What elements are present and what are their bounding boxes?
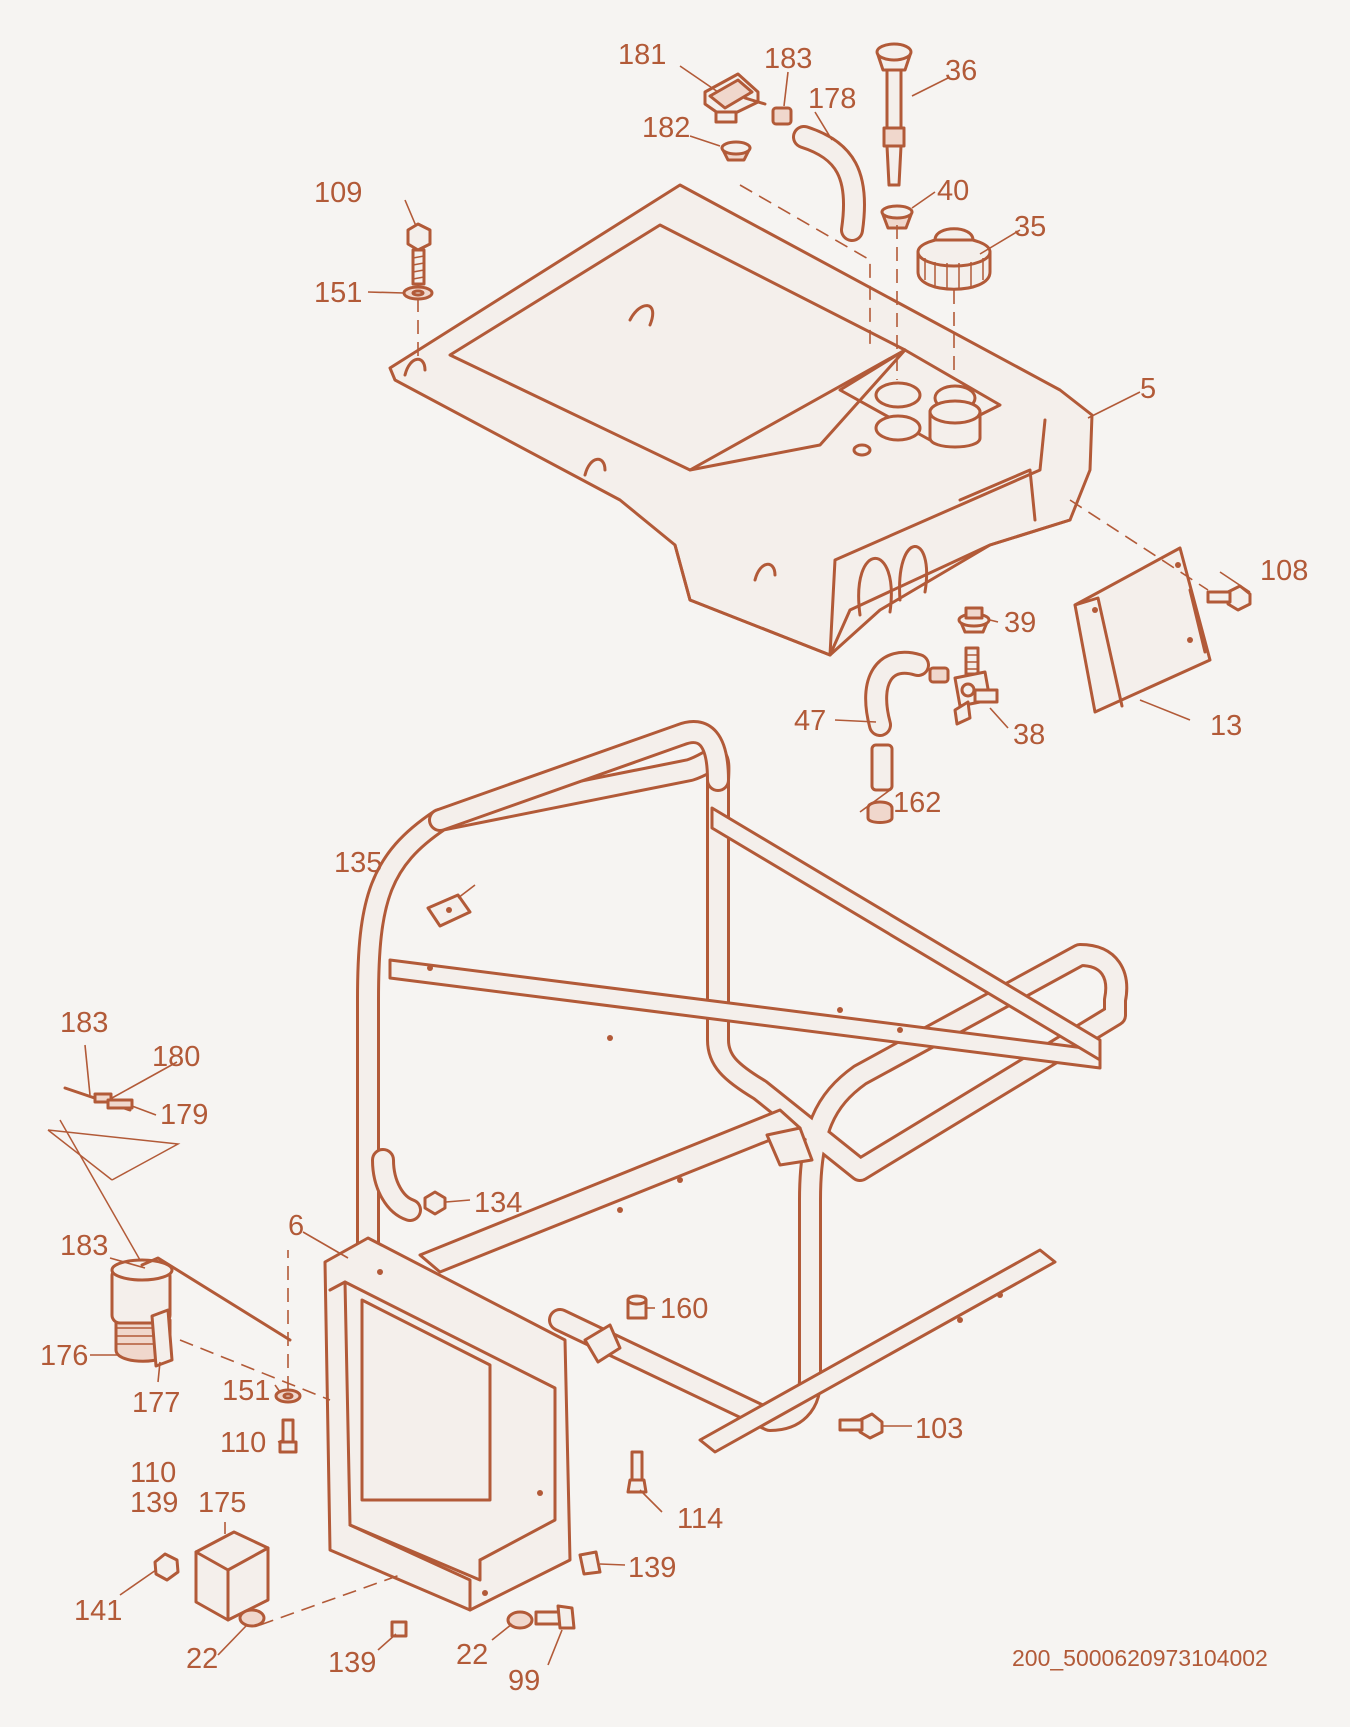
callout-6: 6 xyxy=(288,1210,304,1242)
frame-rails xyxy=(388,806,1102,1454)
callout-110: 110 xyxy=(220,1427,266,1459)
box-washer xyxy=(238,1608,266,1628)
washer xyxy=(402,285,434,301)
mounting-plate xyxy=(426,893,472,928)
housing-screw xyxy=(390,1550,602,1638)
callout-139-alt: 139 xyxy=(130,1487,178,1519)
wire-terminal xyxy=(47,1086,181,1181)
callout-38: 38 xyxy=(1013,719,1045,751)
callout-39: 39 xyxy=(1004,607,1036,639)
shield-bolt xyxy=(1206,584,1252,612)
rubber-mount xyxy=(626,1294,648,1320)
callout-36: 36 xyxy=(945,55,977,87)
callout-151-panel: 151 xyxy=(222,1375,270,1407)
callout-135: 135 xyxy=(334,847,382,879)
fuel-strainer xyxy=(880,204,914,230)
callout-110-alt: 110 xyxy=(130,1457,176,1489)
junction-box xyxy=(194,1530,270,1622)
valve-cap xyxy=(957,606,991,634)
fuel-gauge xyxy=(875,42,913,187)
callout-134: 134 xyxy=(474,1187,522,1219)
drawing-code: 200_5000620973104002 xyxy=(1012,1645,1268,1671)
callout-177: 177 xyxy=(132,1387,180,1419)
callout-139: 139 xyxy=(628,1552,676,1584)
assembly-lines xyxy=(179,184,1209,1626)
control-housing xyxy=(323,1236,572,1612)
callout-103: 103 xyxy=(915,1413,963,1445)
callout-181: 181 xyxy=(618,39,666,71)
callout-5: 5 xyxy=(1140,373,1156,405)
callout-176: 176 xyxy=(40,1340,88,1372)
leader-lines xyxy=(84,65,1251,1666)
callout-108: 108 xyxy=(1260,555,1308,587)
frame-bolt xyxy=(838,1412,884,1440)
callout-178: 178 xyxy=(808,83,856,115)
callout-99: 99 xyxy=(508,1665,540,1697)
frame-nut xyxy=(423,1190,447,1216)
vent-hose xyxy=(792,125,867,242)
callout-160: 160 xyxy=(660,1293,708,1325)
hose-clamp xyxy=(866,666,950,824)
callout-175: 175 xyxy=(198,1487,246,1519)
callout-labels: 181 183 36 178 182 109 40 35 151 5 108 3… xyxy=(40,39,1308,1697)
callout-151: 151 xyxy=(314,277,362,309)
callout-114: 114 xyxy=(677,1503,723,1535)
panel-screw xyxy=(278,1418,298,1454)
callout-22-base: 22 xyxy=(456,1639,488,1671)
tank-bolt xyxy=(406,222,432,286)
sensor-plug xyxy=(771,106,793,126)
callout-183-capacitor: 183 xyxy=(60,1230,108,1262)
fuel-valve xyxy=(953,646,999,726)
callout-179: 179 xyxy=(160,1099,208,1131)
callout-13: 13 xyxy=(1210,710,1242,742)
box-nut xyxy=(153,1552,180,1582)
callout-139-base: 139 xyxy=(328,1647,376,1679)
callout-47: 47 xyxy=(794,705,826,737)
callout-183: 183 xyxy=(764,43,812,75)
fuel-sensor xyxy=(703,72,767,162)
callout-180: 180 xyxy=(152,1041,200,1073)
housing-bolt xyxy=(506,1604,576,1630)
callout-162: 162 xyxy=(893,787,941,819)
callout-40: 40 xyxy=(937,175,969,207)
tubular-frame xyxy=(356,720,1129,1432)
callout-22: 22 xyxy=(186,1643,218,1675)
callout-182: 182 xyxy=(642,112,690,144)
fuel-tank xyxy=(388,183,1094,657)
capacitor-bracket xyxy=(150,1308,174,1368)
tank-shield xyxy=(1073,546,1212,714)
mount-bolt xyxy=(626,1450,648,1494)
callout-141: 141 xyxy=(74,1595,122,1627)
fuel-hose xyxy=(864,650,930,792)
callout-35: 35 xyxy=(1014,211,1046,243)
callout-109: 109 xyxy=(314,177,362,209)
callout-183-wire: 183 xyxy=(60,1007,108,1039)
filler-cap xyxy=(916,227,992,291)
